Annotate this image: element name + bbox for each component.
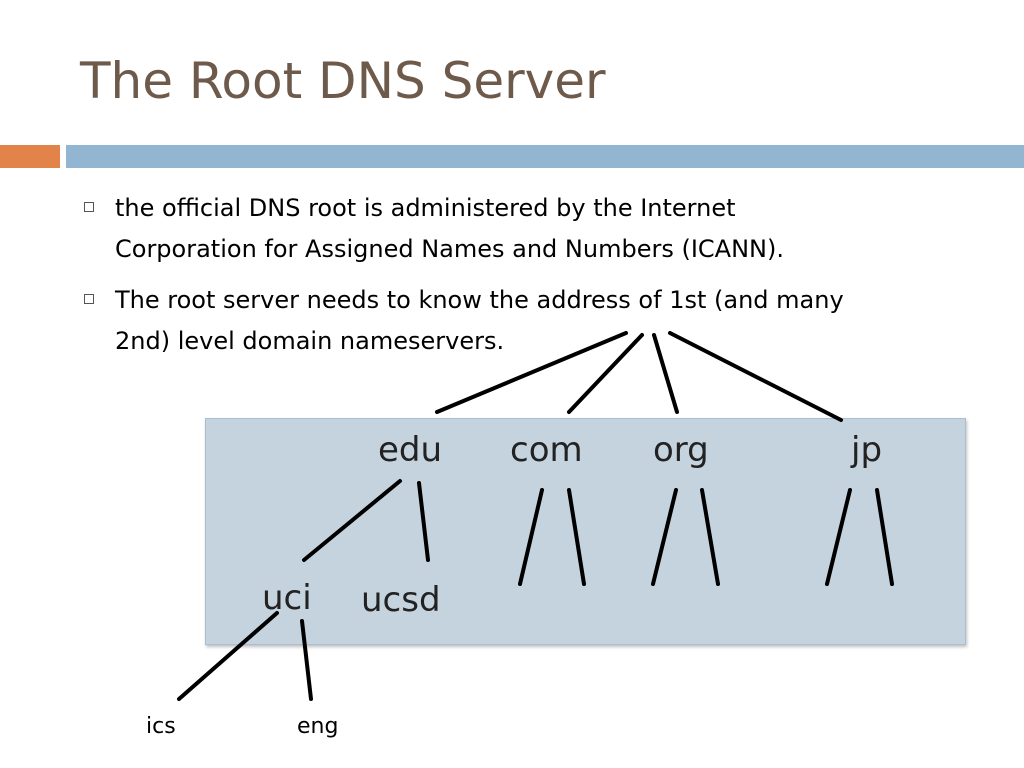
square-bullet-icon <box>84 294 94 304</box>
tld-node-edu: edu <box>378 430 443 470</box>
bullet-item: The root server needs to know the addres… <box>84 280 984 362</box>
slide-title: The Root DNS Server <box>80 52 606 110</box>
accent-bar-orange <box>0 145 60 168</box>
accent-bar-blue <box>66 145 1024 168</box>
subdomain-node-ics: ics <box>146 714 176 739</box>
square-bullet-icon <box>84 202 94 212</box>
bullet-line: the official DNS root is administered by… <box>115 194 736 222</box>
bullet-line: Corporation for Assigned Names and Numbe… <box>115 235 784 263</box>
tld-node-org: org <box>653 430 709 470</box>
domain-node-uci: uci <box>262 578 312 618</box>
bullet-item: the official DNS root is administered by… <box>84 188 984 270</box>
tld-node-jp: jp <box>851 430 883 470</box>
domain-node-ucsd: ucsd <box>361 580 441 620</box>
tld-node-com: com <box>510 430 583 470</box>
bullet-line: 2nd) level domain nameservers. <box>115 327 505 355</box>
bullet-list: the official DNS root is administered by… <box>84 188 984 372</box>
bullet-line: The root server needs to know the addres… <box>115 286 844 314</box>
subdomain-node-eng: eng <box>297 714 339 739</box>
